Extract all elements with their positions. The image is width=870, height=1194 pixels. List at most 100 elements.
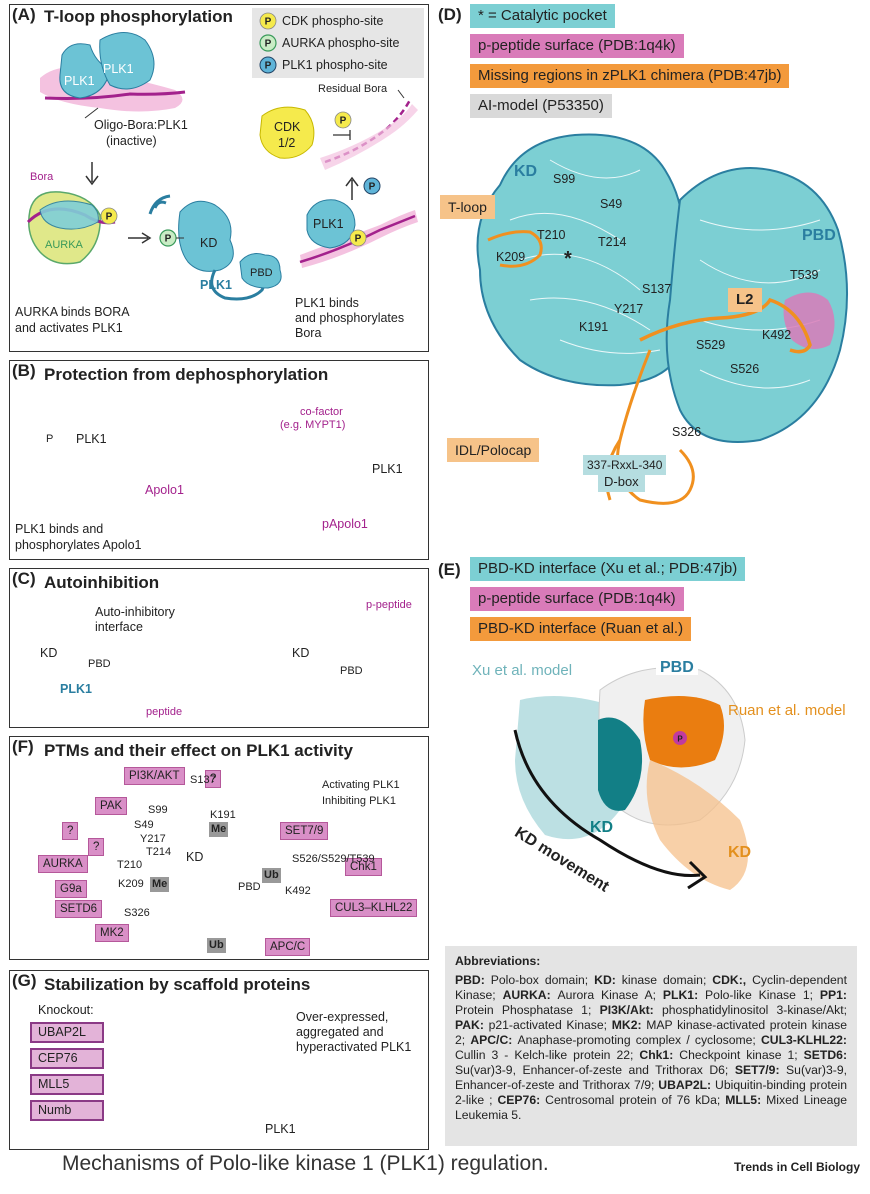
- phospho-site-label: P: [369, 182, 376, 193]
- legend-d-catalytic: * = Catalytic pocket: [470, 4, 615, 28]
- kinase-q2: ?: [62, 822, 79, 840]
- caption-b2: phosphorylates Apolo1: [15, 538, 142, 552]
- pbd-label-e: PBD: [656, 660, 698, 676]
- kinase-g9a: G9a: [55, 880, 87, 898]
- star-label: *: [564, 248, 572, 270]
- abbr-value: phosphatidylinositol 3-kinase/Akt;: [661, 1003, 847, 1017]
- kd-label-e2: KD: [728, 844, 752, 861]
- plk1-label-a2: PLK1: [64, 74, 95, 88]
- caption-a4: and phosphorylates: [295, 311, 405, 325]
- abbr-value: Cyclin-dependent Kinase;: [455, 973, 847, 1002]
- abbr-key: PI3K/Akt:: [599, 1003, 662, 1017]
- kd-label-c2: KD: [292, 646, 310, 660]
- aurka-label: AURKA: [45, 239, 83, 251]
- res-k492: K492: [762, 328, 792, 342]
- plk1-label-a1: PLK1: [103, 62, 134, 76]
- abbr-value: Checkpoint kinase 1;: [679, 1048, 804, 1062]
- res-t210: T210: [537, 228, 566, 242]
- pbd-label-d: PBD: [802, 227, 836, 244]
- panel-d-label: (D): [438, 5, 462, 24]
- res-s529: S529: [696, 338, 726, 352]
- abbr-key: CDK:,: [712, 973, 753, 987]
- panel-g-label: (G): [12, 971, 37, 990]
- pbd-label-c2: PBD: [340, 665, 363, 677]
- phospho-site-label: P: [355, 234, 362, 245]
- res-k209: K209: [496, 250, 526, 264]
- journal-brand: Trends in Cell Biology: [734, 1160, 861, 1174]
- over-expressed-3: hyperactivated PLK1: [296, 1040, 412, 1054]
- knockout-label: Knockout:: [38, 1003, 94, 1017]
- abbr-value: Centrosomal protein of 76 kDa;: [545, 1093, 726, 1107]
- pbd-label-f: PBD: [238, 881, 261, 893]
- inactive-label: (inactive): [106, 134, 157, 148]
- abbr-key: MLL5:: [725, 1093, 767, 1107]
- legend-e-xu: PBD-KD interface (Xu et al.; PDB:47jb): [470, 557, 746, 581]
- site-s137: S137: [190, 774, 216, 786]
- xu-model-label: Xu et al. model: [472, 662, 573, 679]
- cdk-label: CDK: [274, 120, 301, 134]
- kinase-apcc: APC/C: [265, 938, 311, 956]
- site-t210: T210: [117, 859, 143, 871]
- idl-label: IDL/Polocap: [447, 438, 540, 462]
- papolo-label: pApolo1: [322, 517, 368, 531]
- plk1-label-b1: PLK1: [76, 432, 107, 446]
- abbreviations-box: Abbreviations: PBD: Polo-box domain; KD:…: [445, 946, 857, 1146]
- kd-label-f: KD: [186, 850, 204, 864]
- oligo-bora-label: Oligo-Bora:PLK1: [94, 118, 188, 132]
- panel-b-title: Protection from dephosphorylation: [44, 365, 329, 384]
- knockout-ubap2l: UBAP2L: [30, 1022, 104, 1043]
- abbr-value: kinase domain;: [621, 973, 713, 987]
- res-s137: S137: [642, 282, 672, 296]
- pbd-label-a: PBD: [250, 267, 273, 279]
- plk1-label-a4: PLK1: [313, 217, 344, 231]
- site-k209: K209: [118, 878, 144, 890]
- abbr-key: SET7/9:: [734, 1063, 787, 1077]
- kinase-mk2: MK2: [95, 924, 129, 942]
- kinase-q3: ?: [88, 838, 105, 856]
- panel-c-label: (C): [12, 569, 36, 588]
- legend-cdk: CDK phospho-site: [282, 14, 384, 28]
- abbr-value: Polo-box domain;: [490, 973, 595, 987]
- pp1-label-b2: PP1: [366, 408, 390, 422]
- apolo-label: Apolo1: [145, 483, 184, 497]
- panel-g-title: Stabilization by scaffold proteins: [44, 975, 311, 994]
- phospho-site-label: P: [340, 116, 347, 127]
- panel-c-title: Autoinhibition: [44, 573, 160, 592]
- res-y217: Y217: [614, 302, 644, 316]
- tloop-label: T-loop: [440, 195, 495, 219]
- res-t214: T214: [598, 235, 627, 249]
- site-s99: S99: [148, 804, 168, 816]
- abbr-key: UBAP2L:: [658, 1078, 716, 1092]
- plk1-label-c1: PLK1: [60, 682, 92, 696]
- phospho-site-label: P: [265, 61, 272, 72]
- abbr-key: Chk1:: [639, 1048, 680, 1062]
- p-peptide-label: p-peptide: [366, 599, 412, 611]
- me-label-1: Me: [209, 822, 229, 837]
- abbr-value: Protein Phosphatase 1;: [455, 1003, 600, 1017]
- auto-inhib-label-2: interface: [95, 620, 143, 634]
- abbr-key: KD:: [594, 973, 622, 987]
- panel-f-title: PTMs and their effect on PLK1 activity: [44, 741, 353, 760]
- kinase-pak: PAK: [95, 797, 128, 815]
- res-s99: S99: [553, 172, 576, 186]
- kinase-q1: ?: [205, 770, 222, 788]
- abbr-key: APC/C:: [470, 1033, 518, 1047]
- knockout-cep76: CEP76: [30, 1048, 104, 1069]
- site-k492: K492: [285, 885, 311, 897]
- ub-label-2: Ub: [207, 938, 226, 953]
- legend-d-aimodel: AI-model (P53350): [470, 94, 612, 118]
- abbr-key: CUL3-KLHL22:: [760, 1033, 847, 1047]
- site-y217: Y217: [140, 833, 166, 845]
- res-t539: T539: [790, 268, 819, 282]
- abbr-key: CEP76:: [497, 1093, 546, 1107]
- pp1-label-b1: PP1: [160, 418, 184, 432]
- site-t214: T214: [146, 846, 172, 858]
- legend-e-ppeptide: p-peptide surface (PDB:1q4k): [470, 587, 684, 611]
- kd-label-d: KD: [514, 163, 538, 180]
- caption-b1: PLK1 binds and: [15, 522, 104, 536]
- abbreviations-title: Abbreviations:: [455, 954, 541, 968]
- legend-aurka: AURKA phospho-site: [282, 36, 400, 50]
- abbr-key: SETD6:: [803, 1048, 847, 1062]
- site-k191: K191: [210, 809, 236, 821]
- panel-c: [9, 568, 429, 728]
